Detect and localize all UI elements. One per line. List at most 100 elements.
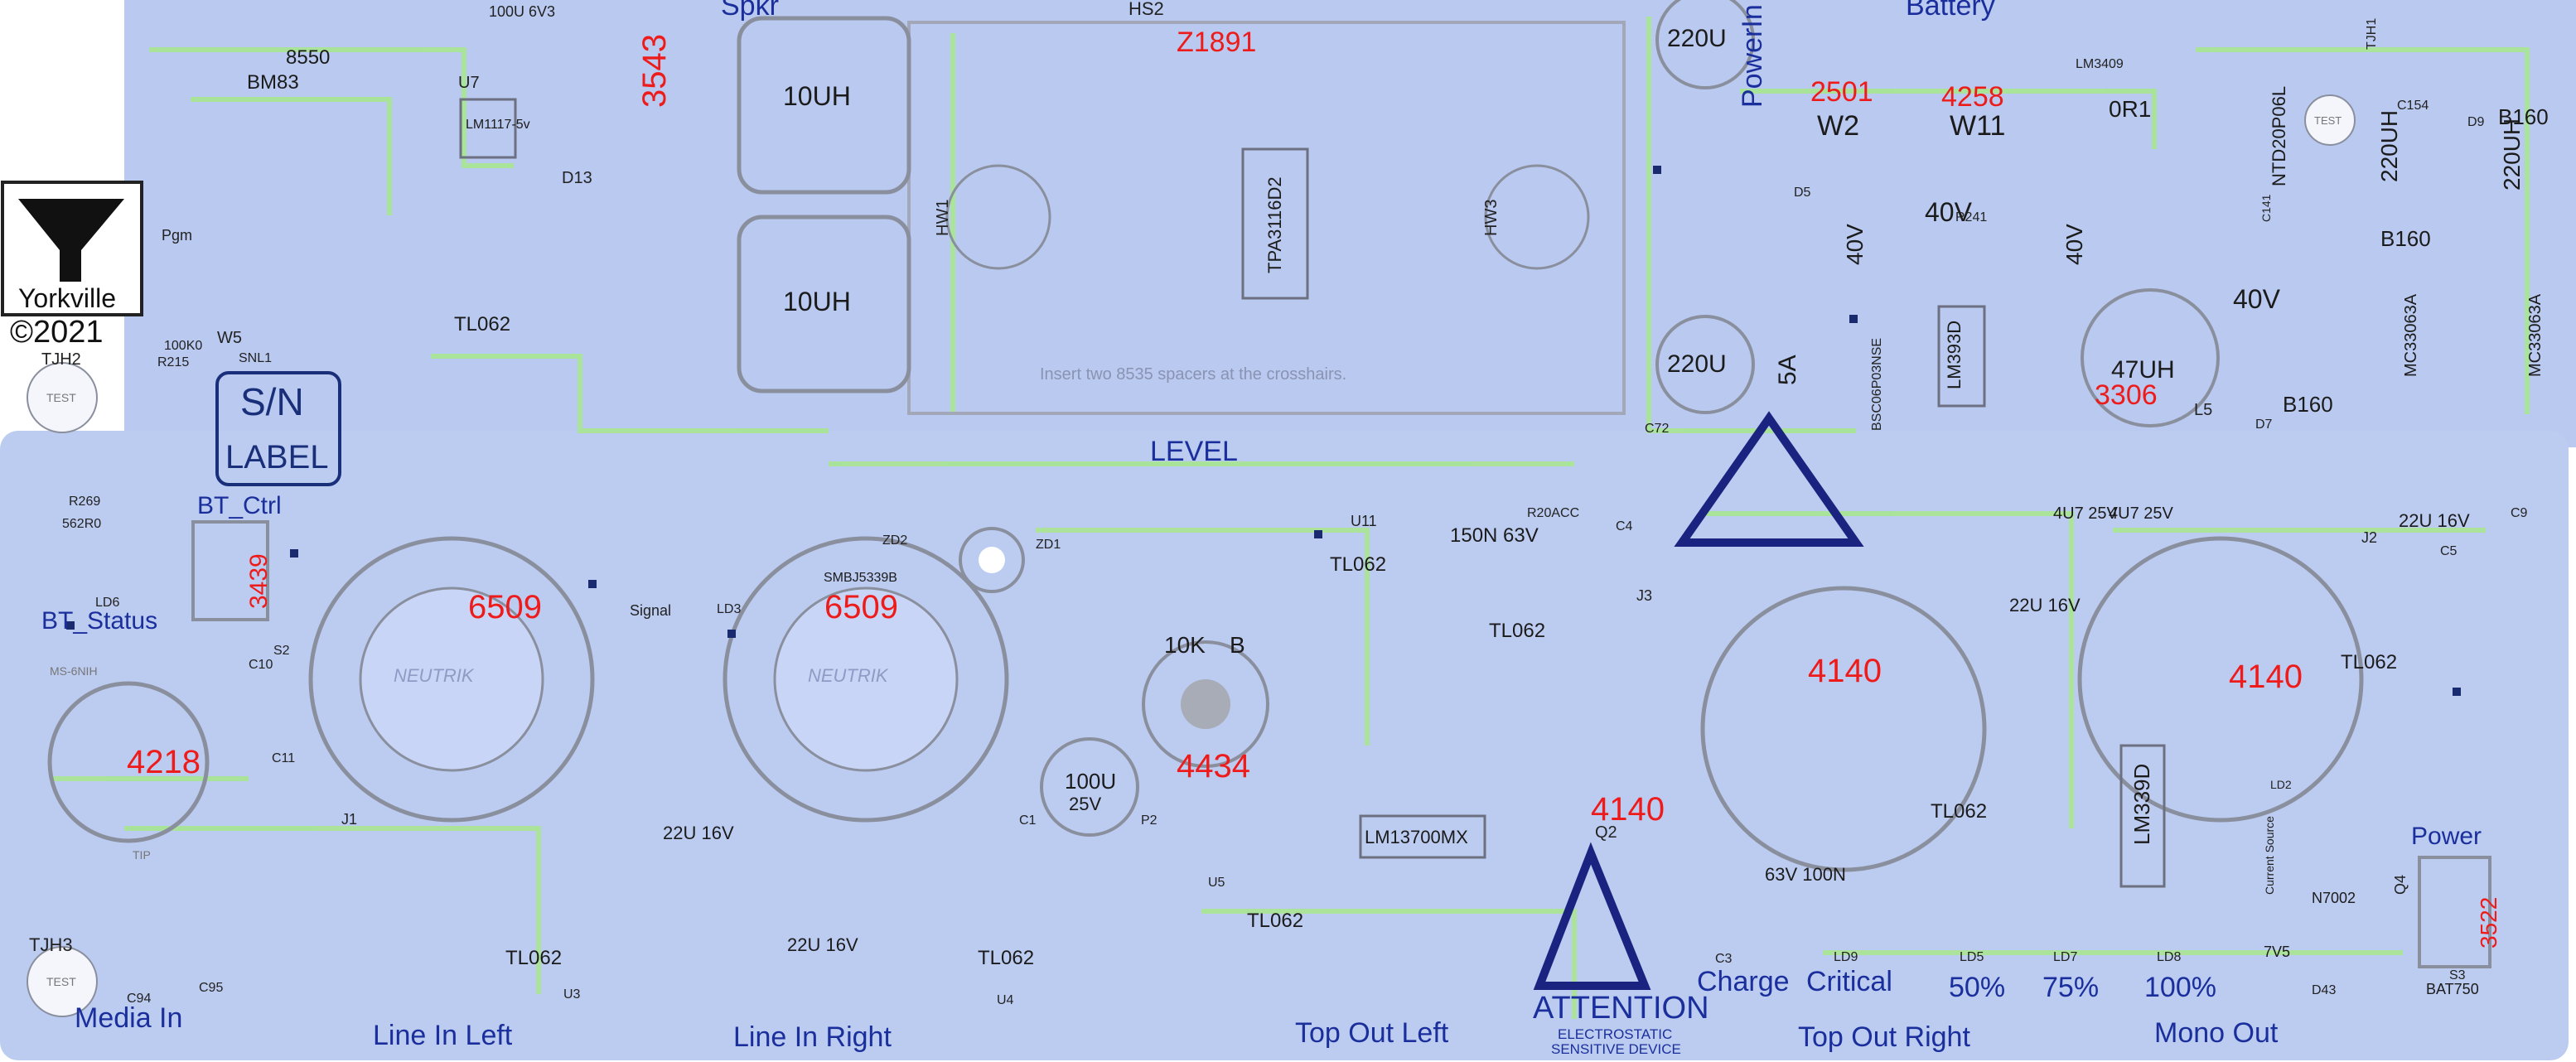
ref-d7: D7 (2255, 418, 2273, 432)
label-mc33063a-2: MC33063A (2526, 293, 2545, 377)
lm13700mx-label: LM13700MX (1365, 827, 1468, 847)
sn-label-title: S/N (240, 380, 304, 423)
ref-neutrik-1: NEUTRIK (394, 665, 474, 686)
tl062-5: TL062 (1931, 800, 1988, 823)
cap-220u-top (1655, 0, 1755, 89)
part-2501: 2501 (1810, 76, 1873, 108)
cap-100u-label: 100U (1065, 769, 1117, 794)
ref-q4: Q4 (2392, 874, 2409, 895)
ref-100u-6v3: 100U 6V3 (489, 3, 556, 20)
part-6509-left: 6509 (468, 589, 542, 625)
ref-u4: U4 (997, 993, 1014, 1007)
label-line-in-right: Line In Right (733, 1021, 892, 1053)
tl062-8: TL062 (1247, 910, 1304, 932)
ref-c1: C1 (1019, 813, 1037, 828)
sn-label-box (215, 371, 341, 486)
pad (588, 580, 597, 588)
pad (1849, 315, 1858, 323)
tl062-7: TL062 (978, 947, 1035, 969)
label-level: LEVEL (1150, 436, 1238, 467)
label-charge: Charge (1697, 966, 1790, 997)
tl062-6: TL062 (505, 947, 563, 969)
label-22u-16v-4: 22U 16V (2399, 510, 2470, 531)
level-pot (1142, 640, 1269, 768)
label-top-out-left: Top Out Left (1295, 1017, 1449, 1049)
label-smbj5339b-1: SMBJ5339B (824, 571, 897, 585)
part-6509-right: 6509 (824, 589, 898, 625)
ref-ld6: LD6 (95, 596, 120, 610)
ref-100k0: 100K0 (164, 339, 203, 353)
heatsink-outline (907, 21, 1626, 415)
ref-ld7: LD7 (2053, 950, 2078, 964)
led-ring-center (979, 547, 1005, 573)
tl062-3: TL062 (1489, 620, 1546, 642)
level-b-label: B (1230, 632, 1245, 658)
ref-c95: C95 (199, 981, 224, 995)
chip-lm393d-label: LM393D (1944, 320, 1965, 389)
chip-lm1117 (459, 98, 517, 159)
ref-u11: U11 (1351, 513, 1377, 529)
label-22u-16v-2: 22U 16V (787, 934, 858, 955)
ref-zd1: ZD1 (1036, 538, 1061, 552)
ref-c11: C11 (272, 751, 296, 765)
jack-line-in-right (723, 536, 1009, 823)
ref-snl1: SNL1 (239, 351, 273, 365)
ref-ld5: LD5 (1960, 950, 1984, 964)
chip-lm339d (2119, 744, 2166, 888)
part-4140-c: 4140 (1591, 791, 1665, 828)
ref-c9: C9 (2511, 506, 2528, 520)
ref-d43: D43 (2312, 983, 2337, 997)
yorkville-y-mark (18, 199, 124, 282)
jack-media-in (47, 681, 210, 843)
tl062-4: TL062 (2341, 651, 2398, 673)
label-75-percent: 75% (2042, 972, 2100, 1003)
ref-d9: D9 (2467, 115, 2485, 129)
pad (66, 621, 75, 630)
label-line-in-left: Line In Left (373, 1020, 513, 1051)
cap-25v-label: 25V (1069, 794, 1102, 814)
ref-c154: C154 (2397, 99, 2429, 113)
ref-r269: R269 (69, 495, 101, 509)
ref-c5: C5 (2440, 544, 2458, 558)
board-upper-region (124, 0, 2576, 447)
label-100-percent: 100% (2144, 972, 2216, 1003)
inductor-10uh-top: 10UH (783, 81, 851, 111)
ref-r20acc: R20ACC (1527, 506, 1580, 520)
cap-47uh-label: 47UH (2111, 356, 2175, 384)
ref-hs2: HS2 (1129, 0, 1164, 19)
pad (727, 630, 736, 638)
ref-zd2: ZD2 (882, 533, 908, 548)
part-4218: 4218 (127, 744, 201, 780)
tjh2-label: TJH2 (41, 350, 81, 369)
ref-c3: C3 (1715, 952, 1733, 966)
test-label-1: TEST (46, 391, 76, 404)
part-4140-a: 4140 (1808, 653, 1882, 689)
cap-100u (1040, 737, 1139, 837)
ref-lm3409: LM3409 (2076, 57, 2124, 71)
cap-220u-top-label: 220U (1667, 25, 1727, 52)
label-150n-63v: 150N 63V (1450, 524, 1539, 547)
ref-ld8: LD8 (2157, 950, 2182, 964)
ref-c141: C141 (2259, 194, 2273, 222)
label-in7002: N7002 (2312, 890, 2356, 906)
ref-ld9: LD9 (1834, 950, 1858, 964)
label-22u-16v-3: 22U 16V (2009, 595, 2081, 615)
label-bt-status: BT_Status (41, 607, 158, 635)
test-point-tjh1 (2304, 94, 2356, 146)
ref-hw1: HW1 (934, 199, 952, 236)
ref-insert-note: Insert two 8535 spacers at the crosshair… (1040, 365, 1347, 384)
inductor-10uh-bottom: 10UH (783, 287, 851, 316)
w11-label: W11 (1950, 110, 2006, 142)
part-3306: 3306 (2095, 379, 2158, 411)
ref-neutrik-2: NEUTRIK (808, 665, 888, 686)
cap-40v-3: 40V (2061, 224, 2087, 265)
label-spkr: Spkr (721, 0, 779, 22)
level-pot-knob (1181, 679, 1230, 729)
cap-40v-1: 40V (1842, 224, 1868, 265)
inductor-220uh-1: 220UH (2376, 109, 2402, 182)
mount-hole-hw1 (945, 164, 1051, 270)
ref-l5: L5 (2194, 401, 2213, 419)
ref-s2: S2 (273, 644, 290, 658)
